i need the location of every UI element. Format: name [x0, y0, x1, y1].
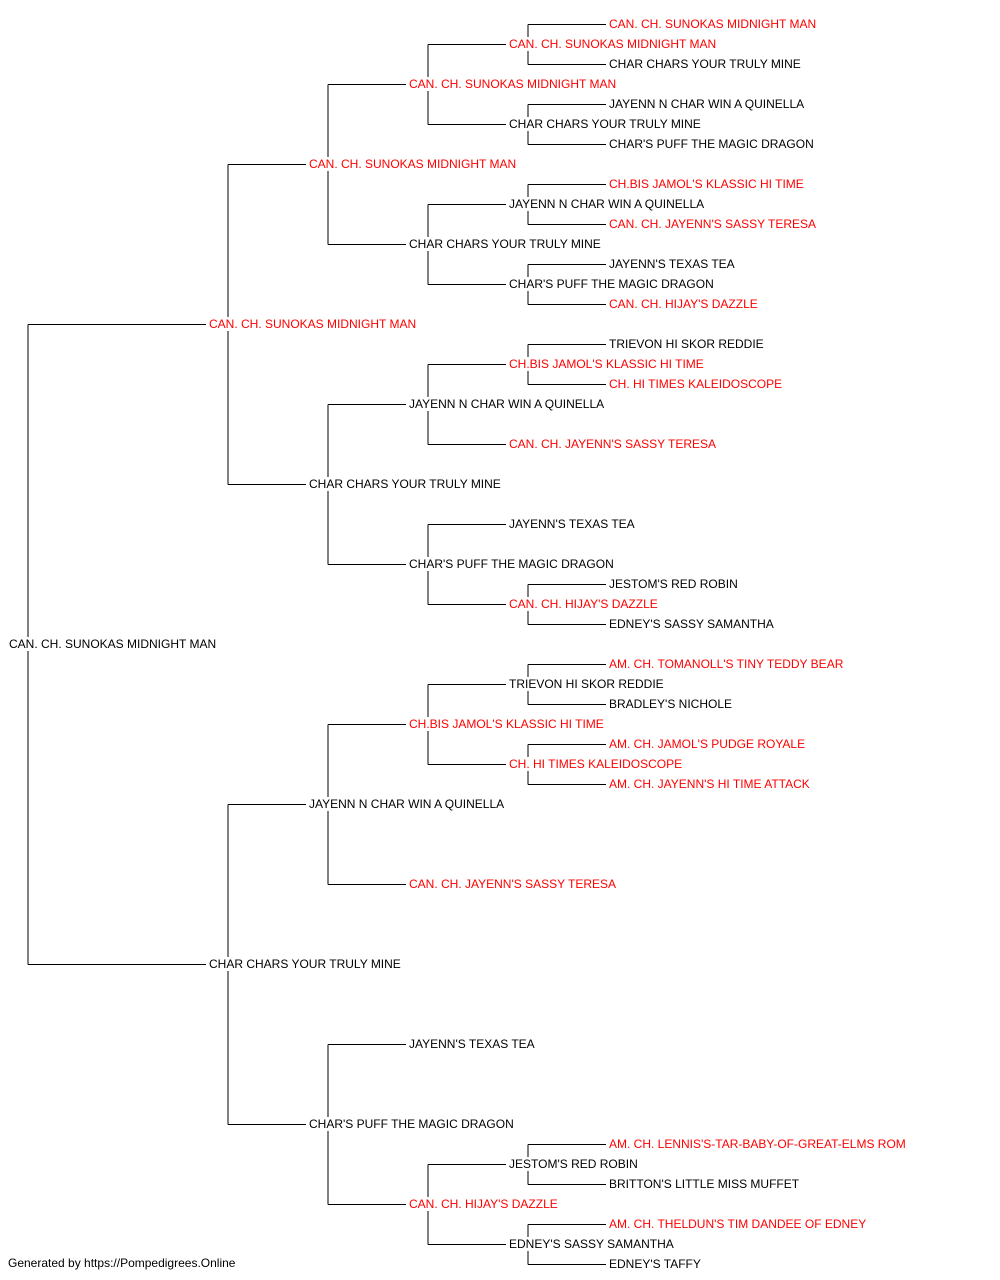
ancestor-name: EDNEY'S SASSY SAMANTHA [508, 1237, 675, 1251]
ancestor-name: CAN. CH. SUNOKAS MIDNIGHT MAN [208, 317, 418, 331]
ancestor-name: CHAR CHARS YOUR TRULY MINE [208, 957, 402, 971]
ancestor-name: CHAR CHARS YOUR TRULY MINE [308, 477, 502, 491]
ancestor-name: AM. CH. THELDUN'S TIM DANDEE OF EDNEY [608, 1217, 868, 1231]
ancestor-name: CH. HI TIMES KALEIDOSCOPE [508, 757, 684, 771]
ancestor-name: CHAR'S PUFF THE MAGIC DRAGON [308, 1117, 515, 1131]
ancestor-name: EDNEY'S SASSY SAMANTHA [608, 617, 775, 631]
ancestor-name: BRADLEY'S NICHOLE [608, 697, 733, 711]
ancestor-name: JAYENN N CHAR WIN A QUINELLA [508, 197, 706, 211]
ancestor-name: CHAR CHARS YOUR TRULY MINE [608, 57, 802, 71]
ancestor-name: JESTOM'S RED ROBIN [608, 577, 739, 591]
ancestor-name: CAN. CH. HIJAY'S DAZZLE [408, 1197, 559, 1211]
ancestor-name: AM. CH. LENNIS'S-TAR-BABY-OF-GREAT-ELMS … [608, 1137, 907, 1151]
ancestor-name: TRIEVON HI SKOR REDDIE [608, 337, 765, 351]
ancestor-name: AM. CH. JAYENN'S HI TIME ATTACK [608, 777, 811, 791]
ancestor-name: CAN. CH. SUNOKAS MIDNIGHT MAN [408, 77, 618, 91]
subject-name: CAN. CH. SUNOKAS MIDNIGHT MAN [8, 637, 218, 651]
ancestor-name: JAYENN N CHAR WIN A QUINELLA [408, 397, 606, 411]
ancestor-name: CAN. CH. HIJAY'S DAZZLE [508, 597, 659, 611]
ancestor-name: CHAR CHARS YOUR TRULY MINE [508, 117, 702, 131]
ancestor-name: CAN. CH. HIJAY'S DAZZLE [608, 297, 759, 311]
ancestor-name: CAN. CH. SUNOKAS MIDNIGHT MAN [508, 37, 718, 51]
ancestor-name: CAN. CH. SUNOKAS MIDNIGHT MAN [308, 157, 518, 171]
ancestor-name: CHAR'S PUFF THE MAGIC DRAGON [508, 277, 715, 291]
ancestor-name: JAYENN'S TEXAS TEA [408, 1037, 536, 1051]
ancestor-name: JESTOM'S RED ROBIN [508, 1157, 639, 1171]
ancestor-name: CAN. CH. JAYENN'S SASSY TERESA [408, 877, 618, 891]
ancestor-name: JAYENN'S TEXAS TEA [508, 517, 636, 531]
ancestor-name: CH.BIS JAMOL'S KLASSIC HI TIME [608, 177, 805, 191]
ancestor-name: CH.BIS JAMOL'S KLASSIC HI TIME [408, 717, 605, 731]
ancestor-name: CH. HI TIMES KALEIDOSCOPE [608, 377, 784, 391]
ancestor-name: AM. CH. TOMANOLL'S TINY TEDDY BEAR [608, 657, 845, 671]
ancestor-name: AM. CH. JAMOL'S PUDGE ROYALE [608, 737, 807, 751]
ancestor-name: TRIEVON HI SKOR REDDIE [508, 677, 665, 691]
ancestor-name: BRITTON'S LITTLE MISS MUFFET [608, 1177, 801, 1191]
ancestor-name: CAN. CH. JAYENN'S SASSY TERESA [608, 217, 818, 231]
ancestor-name: CHAR'S PUFF THE MAGIC DRAGON [408, 557, 615, 571]
ancestor-name: EDNEY'S TAFFY [608, 1257, 702, 1271]
ancestor-name: CHAR CHARS YOUR TRULY MINE [408, 237, 602, 251]
footer-credit: Generated by https://Pompedigrees.Online [8, 1256, 236, 1270]
ancestor-name: CH.BIS JAMOL'S KLASSIC HI TIME [508, 357, 705, 371]
ancestor-name: JAYENN'S TEXAS TEA [608, 257, 736, 271]
ancestor-name: CAN. CH. SUNOKAS MIDNIGHT MAN [608, 17, 818, 31]
ancestor-name: CAN. CH. JAYENN'S SASSY TERESA [508, 437, 718, 451]
ancestor-name: JAYENN N CHAR WIN A QUINELLA [308, 797, 506, 811]
ancestor-name: CHAR'S PUFF THE MAGIC DRAGON [608, 137, 815, 151]
ancestor-name: JAYENN N CHAR WIN A QUINELLA [608, 97, 806, 111]
